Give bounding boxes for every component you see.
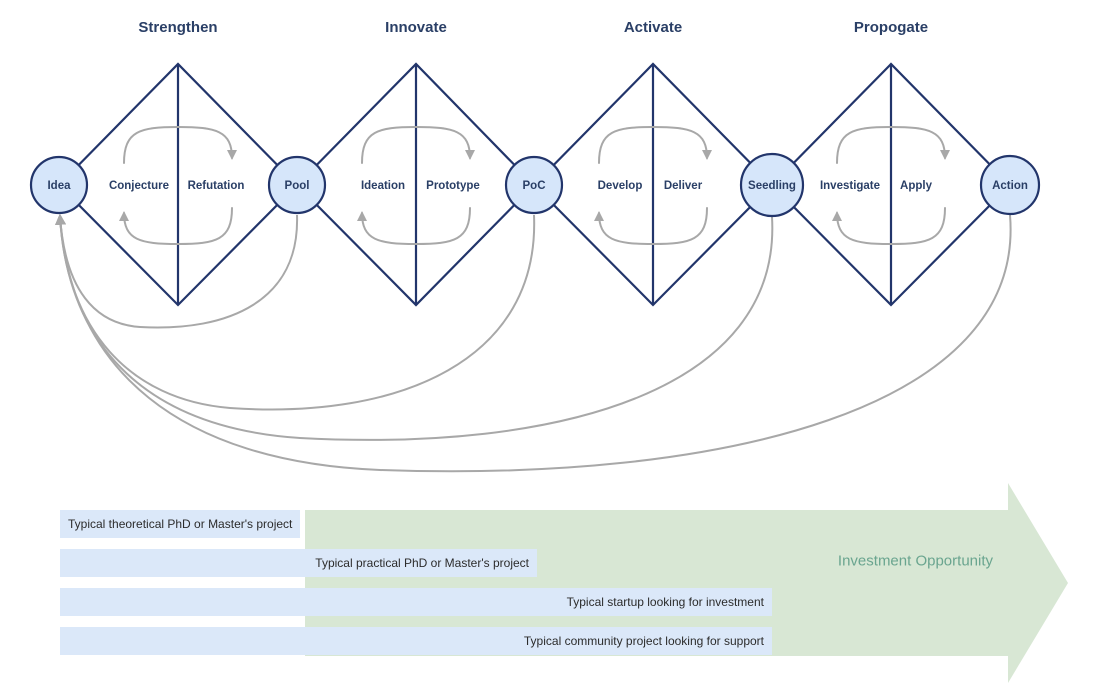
node-circle-action[interactable] <box>979 154 1041 216</box>
feedback-arc-action-to-idea <box>55 213 1012 473</box>
stage-label-ideation: Ideation <box>361 180 405 192</box>
node-circle-pool[interactable] <box>267 155 327 215</box>
node-circle-poc[interactable] <box>504 155 564 215</box>
node-poc[interactable]: PoC <box>504 155 564 215</box>
cycle-arrow-strengthen <box>119 125 237 246</box>
timeline-bar-row: Typical startup looking for investment <box>60 588 772 616</box>
stage-label-apply: Apply <box>900 180 933 192</box>
bar-rect-practical <box>60 549 537 577</box>
diamond-strengthen <box>57 62 299 307</box>
node-label-action: Action <box>992 180 1028 192</box>
node-seedling[interactable]: Seedling <box>739 152 805 218</box>
stage-label-refutation: Refutation <box>188 180 245 192</box>
bar-rect-startup <box>60 588 772 616</box>
cycle-arrow-innovate <box>357 125 475 246</box>
feedback-arcs <box>54 213 1012 473</box>
stage-label-prototype: Prototype <box>426 180 480 192</box>
phase-title-strengthen: Strengthen <box>138 19 217 36</box>
node-circle-idea[interactable] <box>29 155 89 215</box>
timeline-bar-row: Typical theoretical PhD or Master's proj… <box>60 510 300 538</box>
node-label-pool: Pool <box>285 180 310 192</box>
node-label-idea: Idea <box>47 180 71 192</box>
node-label-poc: PoC <box>523 180 546 192</box>
stage-label-deliver: Deliver <box>664 180 703 192</box>
bar-rect-theoretical <box>60 510 300 538</box>
timeline-bars: Typical theoretical PhD or Master's proj… <box>60 510 772 655</box>
phase-titles: Strengthen Innovate Activate Propogate <box>138 19 928 36</box>
phase-title-propogate: Propogate <box>854 19 928 36</box>
feedback-arc-pool-to-idea <box>55 213 299 329</box>
stage-label-investigate: Investigate <box>820 180 880 192</box>
diamond-activate <box>532 62 774 307</box>
bar-label-startup: Typical startup looking for investment <box>567 595 765 609</box>
bar-rect-community <box>60 627 772 655</box>
feedback-arc-poc-to-idea <box>54 213 536 411</box>
bar-label-community: Typical community project looking for su… <box>524 634 765 648</box>
diamond-propogate <box>770 62 1012 307</box>
node-label-seedling: Seedling <box>748 180 796 192</box>
cycle-arrow-propogate <box>832 125 950 246</box>
diamond-innovate <box>295 62 536 307</box>
bar-label-practical: Typical practical PhD or Master's projec… <box>315 556 529 570</box>
stage-label-develop: Develop <box>598 180 643 192</box>
cycle-arrows <box>119 125 950 246</box>
stage-labels: Conjecture Refutation Ideation Prototype… <box>109 180 933 192</box>
bar-label-theoretical: Typical theoretical PhD or Master's proj… <box>68 517 293 531</box>
stage-label-conjecture: Conjecture <box>109 180 169 192</box>
node-circle-seedling[interactable] <box>739 152 805 218</box>
pipeline-nodes: Idea Pool PoC Seedling Action <box>29 152 1041 218</box>
cycle-arrow-activate <box>594 125 712 246</box>
timeline-bar-row: Typical practical PhD or Master's projec… <box>60 549 537 577</box>
timeline-bar-row: Typical community project looking for su… <box>60 627 772 655</box>
investment-opportunity-label: Investment Opportunity <box>838 553 994 570</box>
phase-title-activate: Activate <box>624 19 682 36</box>
phase-title-innovate: Innovate <box>385 19 447 36</box>
node-idea[interactable]: Idea <box>29 155 89 215</box>
node-pool[interactable]: Pool <box>267 155 327 215</box>
node-action[interactable]: Action <box>979 154 1041 216</box>
